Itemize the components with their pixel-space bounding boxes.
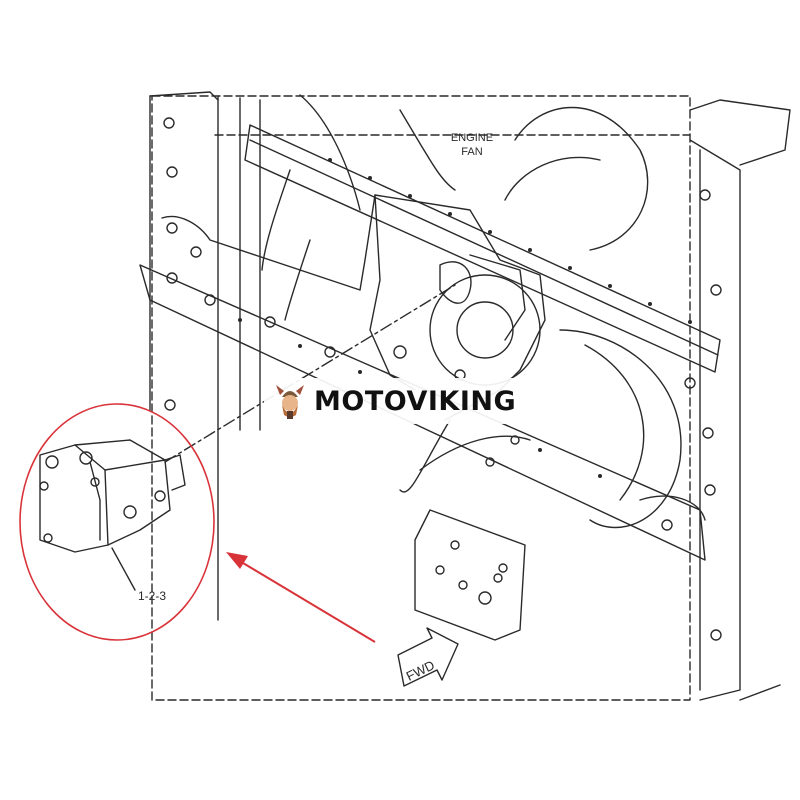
- engine-fan-label-line1: ENGINE: [451, 132, 493, 144]
- fwd-arrow: FWD: [397, 627, 459, 687]
- highlight-circle: [19, 403, 215, 641]
- bolts: [163, 117, 722, 641]
- engine-fan: [261, 94, 682, 529]
- fan-motor: [39, 439, 186, 553]
- viking-logo-icon: [276, 385, 304, 419]
- rivet-dots: [238, 158, 692, 478]
- engine-fan-label-line2: FAN: [461, 146, 482, 158]
- upper-crossbar: [244, 124, 721, 373]
- radiator-frame: [149, 91, 791, 701]
- pointer-arrow: [226, 552, 376, 643]
- callout-leader: [111, 547, 136, 591]
- part-callout-label: 1-2-3: [138, 589, 166, 603]
- fan-bracket: [139, 194, 706, 641]
- brand-watermark: MOTOVIKING: [264, 378, 534, 424]
- brand-name: MOTOVIKING: [314, 385, 517, 417]
- assembly-line: [164, 284, 456, 463]
